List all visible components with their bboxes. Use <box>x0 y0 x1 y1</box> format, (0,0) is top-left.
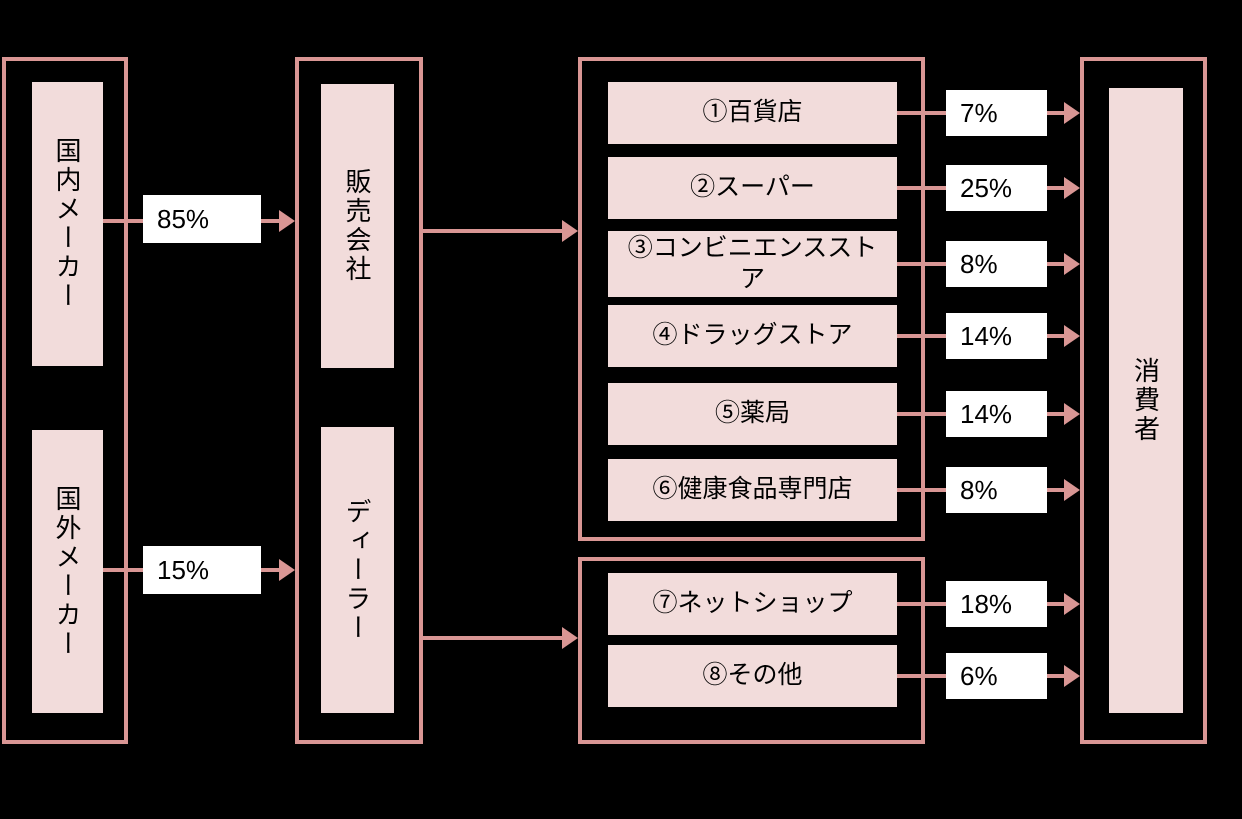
box-consumer: 消費者 <box>1109 88 1183 713</box>
flow-line-ch8-right <box>1047 674 1067 678</box>
flow-line-ch5-right <box>1047 412 1067 416</box>
share-label-supermarket: 25% <box>946 165 1047 211</box>
arrowhead-foreign <box>279 559 295 581</box>
share-label-pharmacy: 14% <box>946 391 1047 437</box>
channel-box-pharmacy: ⑤薬局 <box>608 383 897 445</box>
arrowhead-ch4 <box>1064 325 1080 347</box>
flow-line-ch6-right <box>1047 488 1067 492</box>
box-domestic-maker: 国内メーカー <box>32 82 103 366</box>
arrowhead-dealer-to-direct <box>562 627 578 649</box>
arrowhead-domestic <box>279 210 295 232</box>
flow-line-ch2-right <box>1047 186 1067 190</box>
makers-container <box>2 57 128 744</box>
share-label-foreign: 15% <box>143 546 261 594</box>
arrowhead-ch3 <box>1064 253 1080 275</box>
flow-line-dealer-to-direct <box>423 636 562 640</box>
share-label-health-food-store: 8% <box>946 467 1047 513</box>
box-sales-company: 販売会社 <box>321 84 394 368</box>
flow-line-ch1-right <box>1047 111 1067 115</box>
consumer-container <box>1080 57 1207 744</box>
distributors-container <box>295 57 423 744</box>
box-foreign-maker: 国外メーカー <box>32 430 103 713</box>
arrowhead-ch8 <box>1064 665 1080 687</box>
flow-line-ch5-left <box>897 412 946 416</box>
channel-box-net-shop: ⑦ネットショップ <box>608 573 897 635</box>
box-dealer: ディーラー <box>321 427 394 713</box>
flow-line-ch7-left <box>897 602 946 606</box>
share-label-convenience-store: 8% <box>946 241 1047 287</box>
flow-line-ch3-right <box>1047 262 1067 266</box>
flow-line-sales-to-retail <box>423 229 562 233</box>
share-label-domestic: 85% <box>143 195 261 243</box>
channel-box-drugstore: ④ドラッグストア <box>608 305 897 367</box>
flow-line-ch6-left <box>897 488 946 492</box>
share-label-drugstore: 14% <box>946 313 1047 359</box>
arrowhead-ch7 <box>1064 593 1080 615</box>
flow-line-ch3-left <box>897 262 946 266</box>
channel-box-department-store: ①百貨店 <box>608 82 897 144</box>
flow-line-ch1-left <box>897 111 946 115</box>
flow-line-ch2-left <box>897 186 946 190</box>
share-label-department-store: 7% <box>946 90 1047 136</box>
channel-box-others: ⑧その他 <box>608 645 897 707</box>
direct-channels-container <box>578 557 925 744</box>
arrowhead-ch1 <box>1064 102 1080 124</box>
flow-line-ch4-right <box>1047 334 1067 338</box>
retail-channels-container <box>578 57 925 541</box>
channel-box-convenience-store: ③コンビニエンスストア <box>608 231 897 297</box>
flow-line-ch4-left <box>897 334 946 338</box>
channel-box-health-food-store: ⑥健康食品専門店 <box>608 459 897 521</box>
channel-box-supermarket: ②スーパー <box>608 157 897 219</box>
flow-line-ch8-left <box>897 674 946 678</box>
flow-line-ch7-right <box>1047 602 1067 606</box>
share-label-others: 6% <box>946 653 1047 699</box>
arrowhead-ch6 <box>1064 479 1080 501</box>
arrowhead-sales-to-retail <box>562 220 578 242</box>
arrowhead-ch5 <box>1064 403 1080 425</box>
arrowhead-ch2 <box>1064 177 1080 199</box>
share-label-net-shop: 18% <box>946 581 1047 627</box>
